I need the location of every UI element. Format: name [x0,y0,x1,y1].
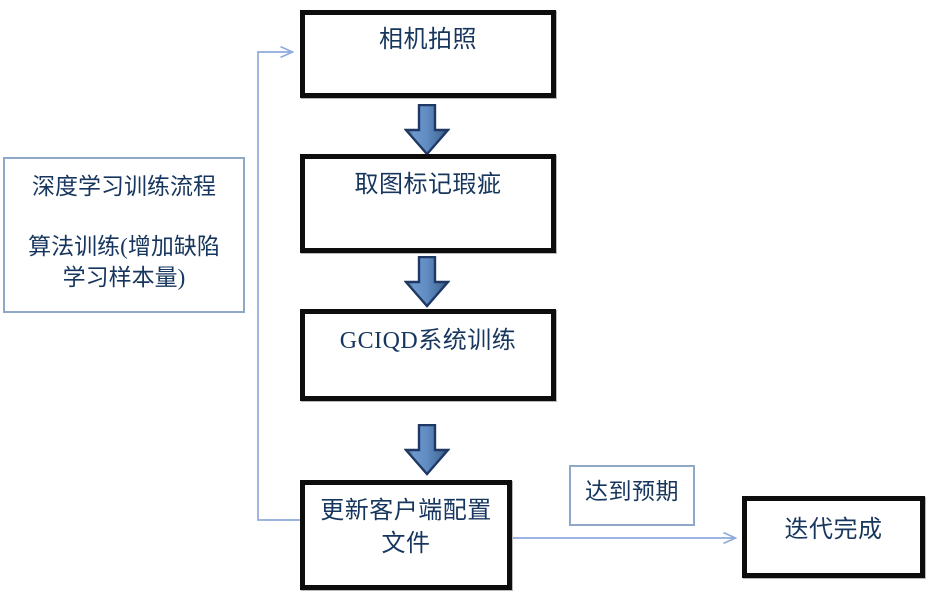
note-box-training-process: 深度学习训练流程 算法训练(增加缺陷 学习样本量) [3,157,245,313]
node-camera-capture[interactable]: 相机拍照 [300,10,556,98]
block-arrow-train-to-update [403,423,451,476]
node-gciqd-system-training-label: GCIQD系统训练 [339,328,517,354]
node-iteration-complete[interactable]: 迭代完成 [742,496,925,578]
node-iteration-complete-label: 迭代完成 [784,517,883,543]
node-mark-defects[interactable]: 取图标记瑕疵 [300,154,556,253]
block-arrow-mark-to-train [403,255,451,308]
note-line-2: 算法训练(增加缺陷 学习样本量) [28,234,220,290]
edge-label-meets-expectation: 达到预期 [569,465,695,526]
node-camera-capture-label: 相机拍照 [379,27,477,53]
node-mark-defects-label: 取图标记瑕疵 [354,172,502,198]
node-update-client-config-label: 更新客户端配置 文件 [320,498,492,557]
edge-label-meets-expectation-text: 达到预期 [585,479,679,504]
arrow-update-to-camera [257,52,300,521]
node-update-client-config[interactable]: 更新客户端配置 文件 [300,480,512,590]
block-arrow-camera-to-mark [403,103,451,156]
note-line-1: 深度学习训练流程 [32,174,216,199]
node-gciqd-system-training[interactable]: GCIQD系统训练 [300,309,556,401]
